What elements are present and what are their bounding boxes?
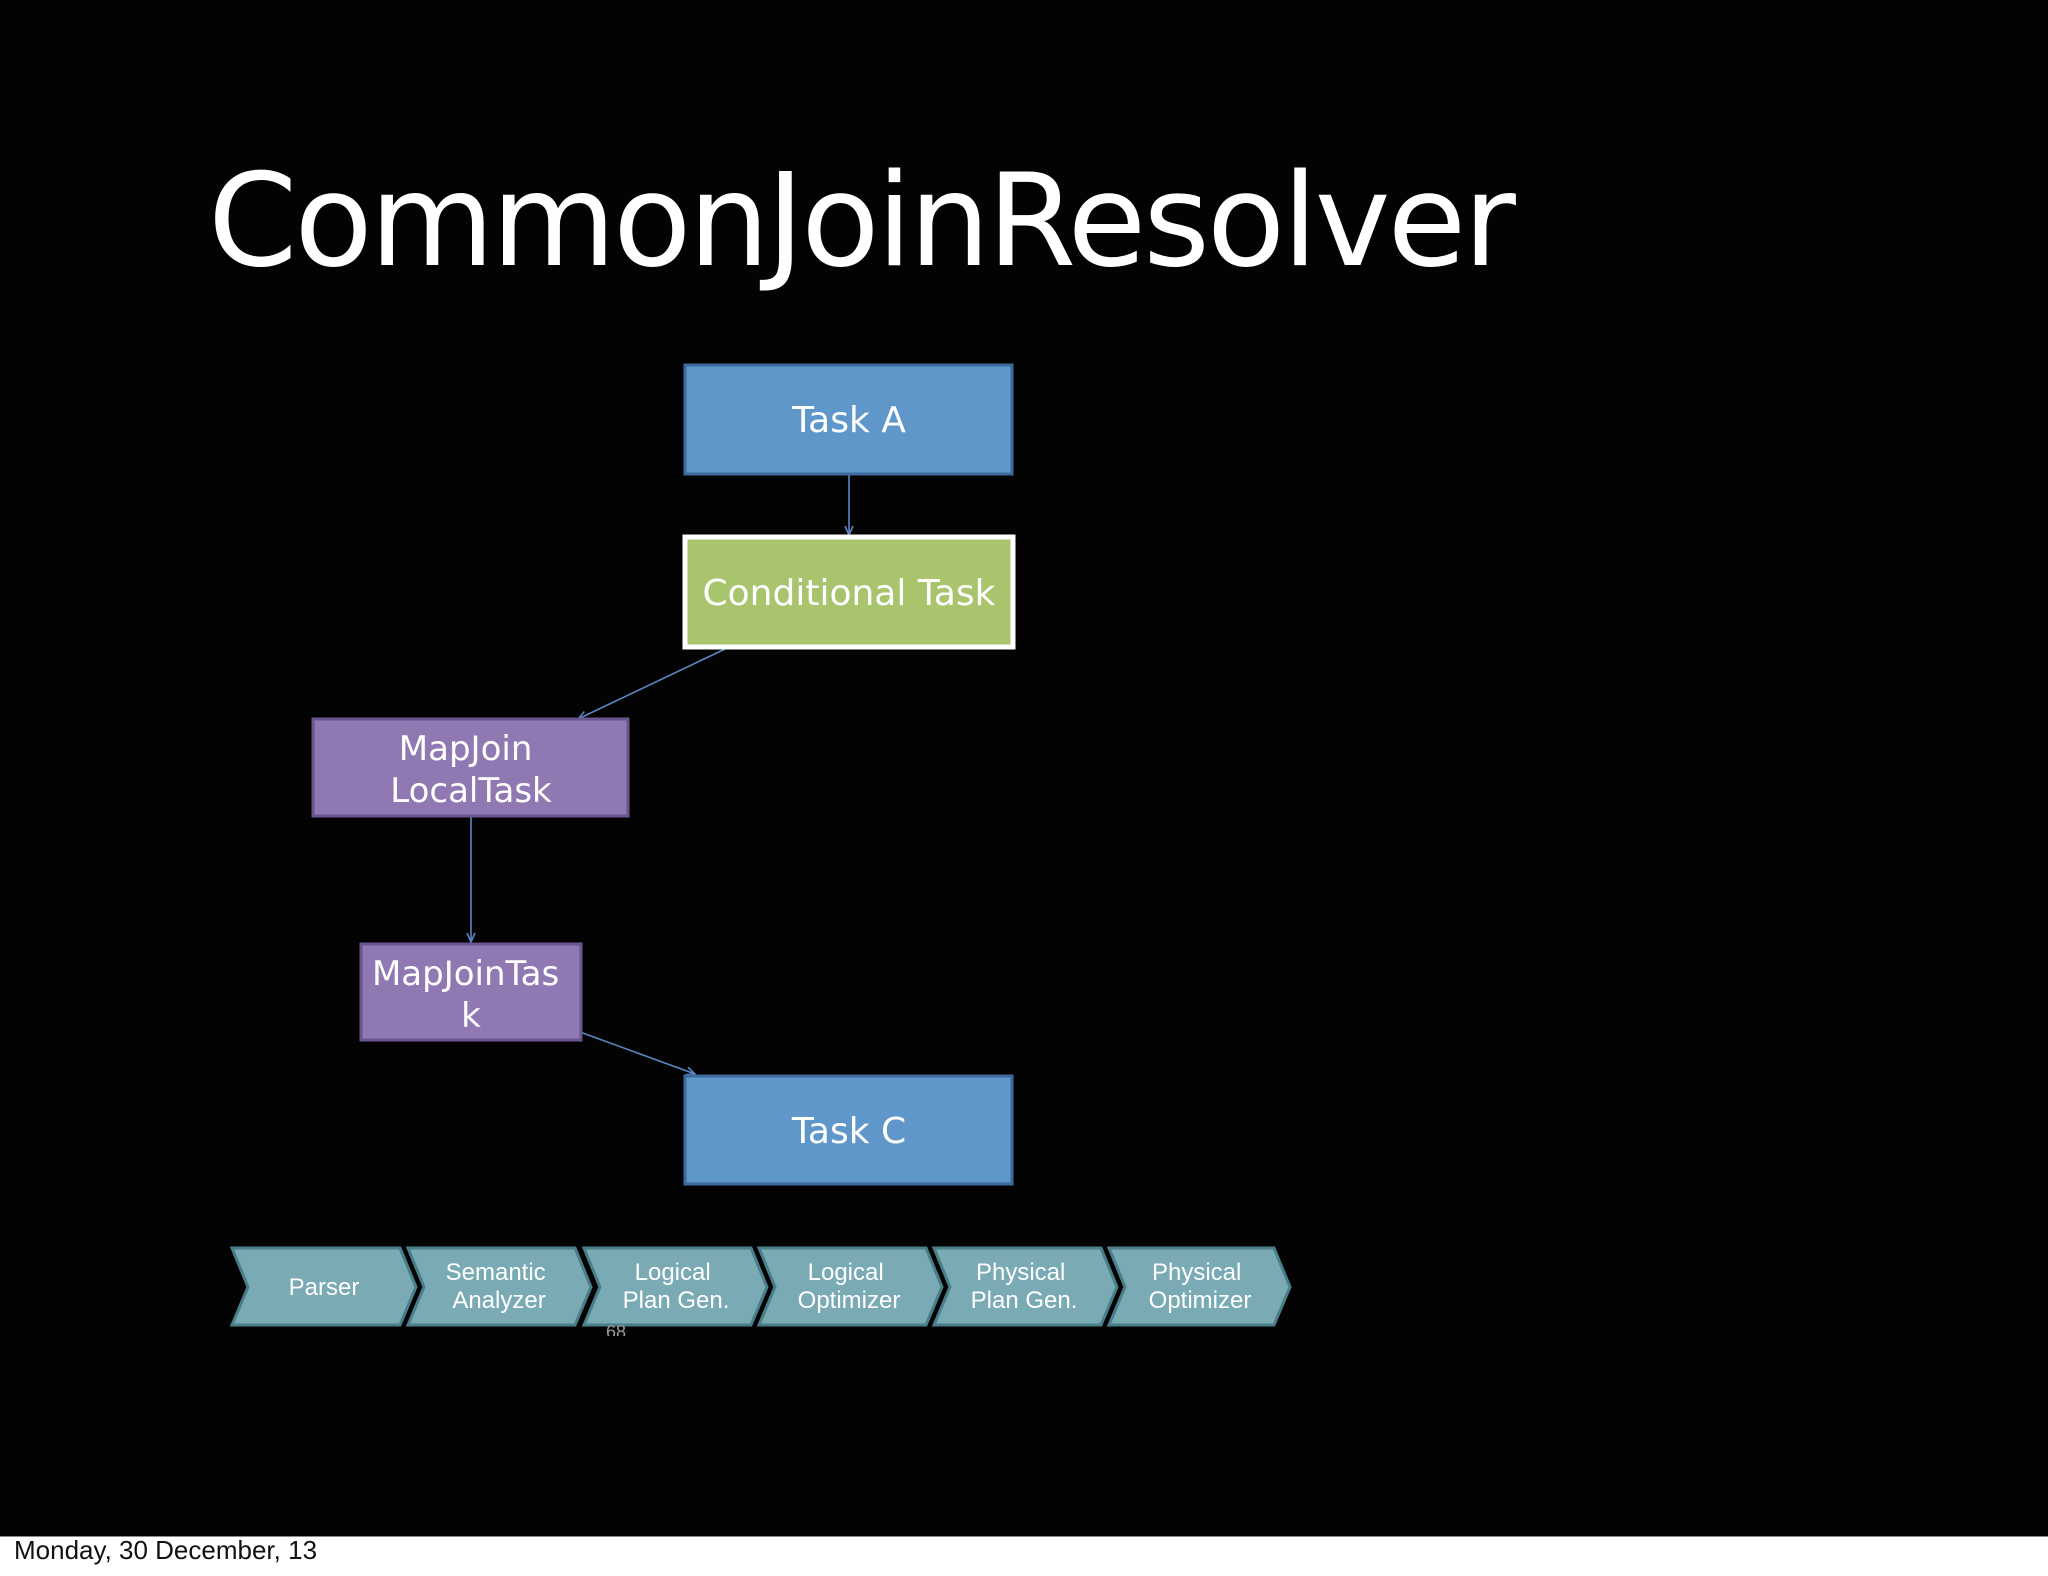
- node-conditional-task: Conditional Task: [682, 534, 1016, 650]
- edge-conditional-to-mapjoin-localtask: [578, 648, 726, 719]
- edge-mapjointask-to-task-c: [579, 1031, 695, 1074]
- slide-title: CommonJoinResolver: [208, 147, 1516, 296]
- pipeline-stage-logical-optimizer-label-line-1: Logical: [808, 1259, 884, 1286]
- pipeline-stage-logical-optimizer: Logical Optimizer: [756, 1246, 944, 1327]
- svg-text:Parser: Parser: [289, 1274, 360, 1301]
- flow-diagram: Task A Conditional Task MapJoin LocalTas…: [229, 363, 1292, 1327]
- node-task-c: Task C: [683, 1074, 1014, 1186]
- node-task-a: Task A: [683, 363, 1014, 476]
- pipeline-stage-physical-plan-gen-label-line-2: Plan Gen.: [971, 1287, 1078, 1314]
- pipeline-stage-physical-optimizer: Physical Optimizer: [1106, 1246, 1292, 1327]
- node-mapjoin-localtask: MapJoin LocalTask: [311, 717, 630, 818]
- footer-date: Monday, 30 December, 13: [14, 1536, 318, 1565]
- pipeline-stage-logical-plan-gen-label-line-1: Logical: [635, 1259, 711, 1286]
- svg-text:Task A: Task A: [791, 400, 906, 441]
- svg-text:Semantic Analyzer: Semantic Analyzer: [446, 1259, 553, 1314]
- svg-text:Task C: Task C: [791, 1111, 906, 1152]
- slide: CommonJoinResolver Task A Conditional Ta…: [0, 0, 2048, 1537]
- pipeline-stage-logical-plan-gen-label-line-2: Plan Gen.: [623, 1287, 730, 1314]
- svg-text:Physical Plan Gen.: Physical Plan Gen.: [971, 1259, 1078, 1314]
- svg-text:MapJoin LocalTask: MapJoin LocalTask: [390, 729, 552, 811]
- pipeline-stages: Parser Semantic Analyzer Logical Plan Ge…: [229, 1246, 1292, 1327]
- pipeline-stage-logical-optimizer-label-line-2: Optimizer: [798, 1287, 901, 1314]
- svg-text:Physical Optimizer: Physical Optimizer: [1149, 1259, 1252, 1314]
- pipeline-stage-semantic-analyzer-label-line-1: Semantic: [446, 1259, 546, 1286]
- node-mapjointask: MapJoinTas k: [359, 942, 583, 1042]
- svg-text:Logical Optimizer: Logical Optimizer: [798, 1259, 901, 1314]
- node-task-a-label: Task A: [791, 400, 906, 441]
- pipeline-stage-physical-plan-gen: Physical Plan Gen.: [931, 1246, 1119, 1327]
- pipeline-stage-semantic-analyzer: Semantic Analyzer: [405, 1246, 593, 1327]
- node-mapjointask-label-line-1: MapJoinTas: [372, 954, 559, 994]
- svg-text:Conditional Task: Conditional Task: [703, 573, 996, 614]
- pipeline-stage-parser-label: Parser: [289, 1274, 360, 1301]
- pipeline-stage-parser: Parser: [229, 1246, 418, 1327]
- pipeline-stage-physical-optimizer-label-line-2: Optimizer: [1149, 1287, 1252, 1314]
- node-mapjointask-label-line-2: k: [461, 996, 481, 1036]
- page-number: 68: [606, 1322, 627, 1336]
- pipeline-stage-logical-plan-gen: Logical Plan Gen.: [581, 1246, 769, 1327]
- svg-text:Logical Plan Gen.: Logical Plan Gen.: [623, 1259, 730, 1314]
- pipeline-stage-physical-plan-gen-label-line-1: Physical: [976, 1259, 1065, 1286]
- svg-text:MapJoinTas k: MapJoinTas k: [372, 954, 570, 1036]
- pipeline-stage-physical-optimizer-label-line-1: Physical: [1152, 1259, 1241, 1286]
- node-mapjoin-localtask-label-line-2: LocalTask: [390, 771, 552, 811]
- node-conditional-task-label: Conditional Task: [703, 573, 996, 614]
- node-mapjoin-localtask-label-line-1: MapJoin: [399, 729, 533, 769]
- node-task-c-label: Task C: [791, 1111, 906, 1152]
- pipeline-stage-semantic-analyzer-label-line-2: Analyzer: [452, 1287, 545, 1314]
